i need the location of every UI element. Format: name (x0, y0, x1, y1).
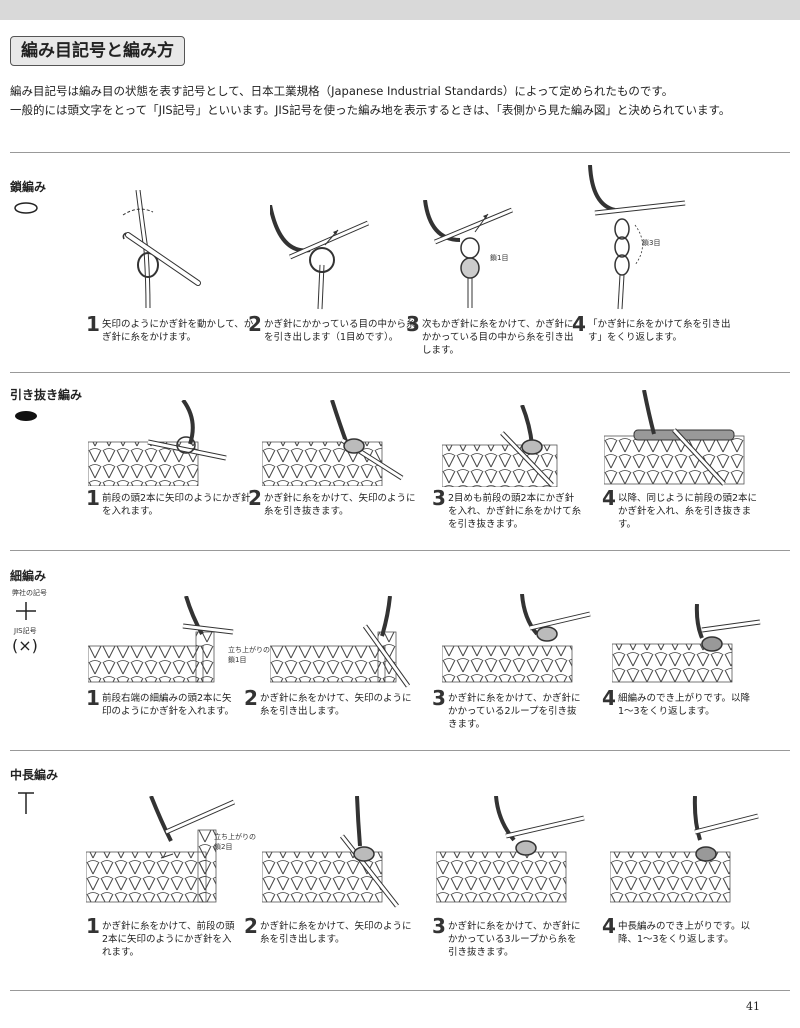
chain-1-label: 鎖1目 (490, 254, 509, 262)
hdc-step1-illustration (86, 796, 236, 903)
section-divider (10, 372, 790, 373)
intro-line-1: 編み目記号は編み目の状態を表す記号として、日本工業規格（Japanese Ind… (10, 84, 674, 98)
footer-divider (10, 990, 790, 991)
page-title: 編み目記号と編み方 (10, 36, 185, 66)
chain-step-4: 4「かぎ針に糸をかけて糸を引き出す」をくり返します。 (572, 312, 731, 343)
chain-step2-illustration (270, 205, 369, 310)
hdc-step2-illustration (262, 796, 399, 908)
company-symbol-note: 弊社の記号 (12, 589, 47, 597)
section-divider (10, 152, 790, 153)
slip-step4-illustration (604, 390, 745, 486)
section-divider (10, 550, 790, 551)
single-crochet-plus-icon (16, 602, 36, 620)
hdc-step3-illustration (436, 796, 585, 903)
page-number: 41 (746, 1000, 760, 1013)
intro-line-2: 一般的には頭文字をとって「JIS記号」といいます。JIS記号を使った編み地を表示… (10, 103, 731, 117)
slip-step3-illustration (442, 405, 558, 487)
top-bar (0, 0, 800, 20)
slip-step1-illustration (88, 400, 227, 486)
half-double-crochet-t-icon (18, 792, 34, 814)
section-title-half-double: 中長編み (10, 768, 59, 782)
single-step3-illustration (442, 594, 591, 683)
chain-step3-illustration (423, 200, 513, 308)
single-step4-illustration (612, 604, 761, 683)
chain-step4-illustration (588, 165, 686, 310)
section-title-chain: 鎖編み (10, 180, 47, 194)
single-step2-illustration (270, 596, 411, 688)
chain-3-label: 鎖3目 (642, 239, 661, 247)
hdc-step4-illustration (610, 796, 759, 903)
jis-x-symbol: (×) (12, 636, 38, 655)
section-title-slip: 引き抜き編み (10, 388, 83, 402)
section-title-single: 細編み (10, 569, 47, 583)
jis-symbol-note: JIS記号 (14, 627, 37, 635)
single-step1-illustration (88, 596, 234, 683)
chain-step1-illustration (118, 190, 208, 309)
slip-stitch-symbol-icon (15, 411, 37, 421)
tachiagari-1-label: 立ち上がりの鎖1目 (228, 646, 270, 664)
tachiagari-2-label: 立ち上がりの鎖2目 (214, 833, 256, 851)
chain-stitch-symbol-icon (14, 202, 38, 214)
section-divider (10, 750, 790, 751)
intro-text: 編み目記号は編み目の状態を表す記号として、日本工業規格（Japanese Ind… (10, 82, 790, 120)
slip-step2-illustration (262, 400, 404, 486)
